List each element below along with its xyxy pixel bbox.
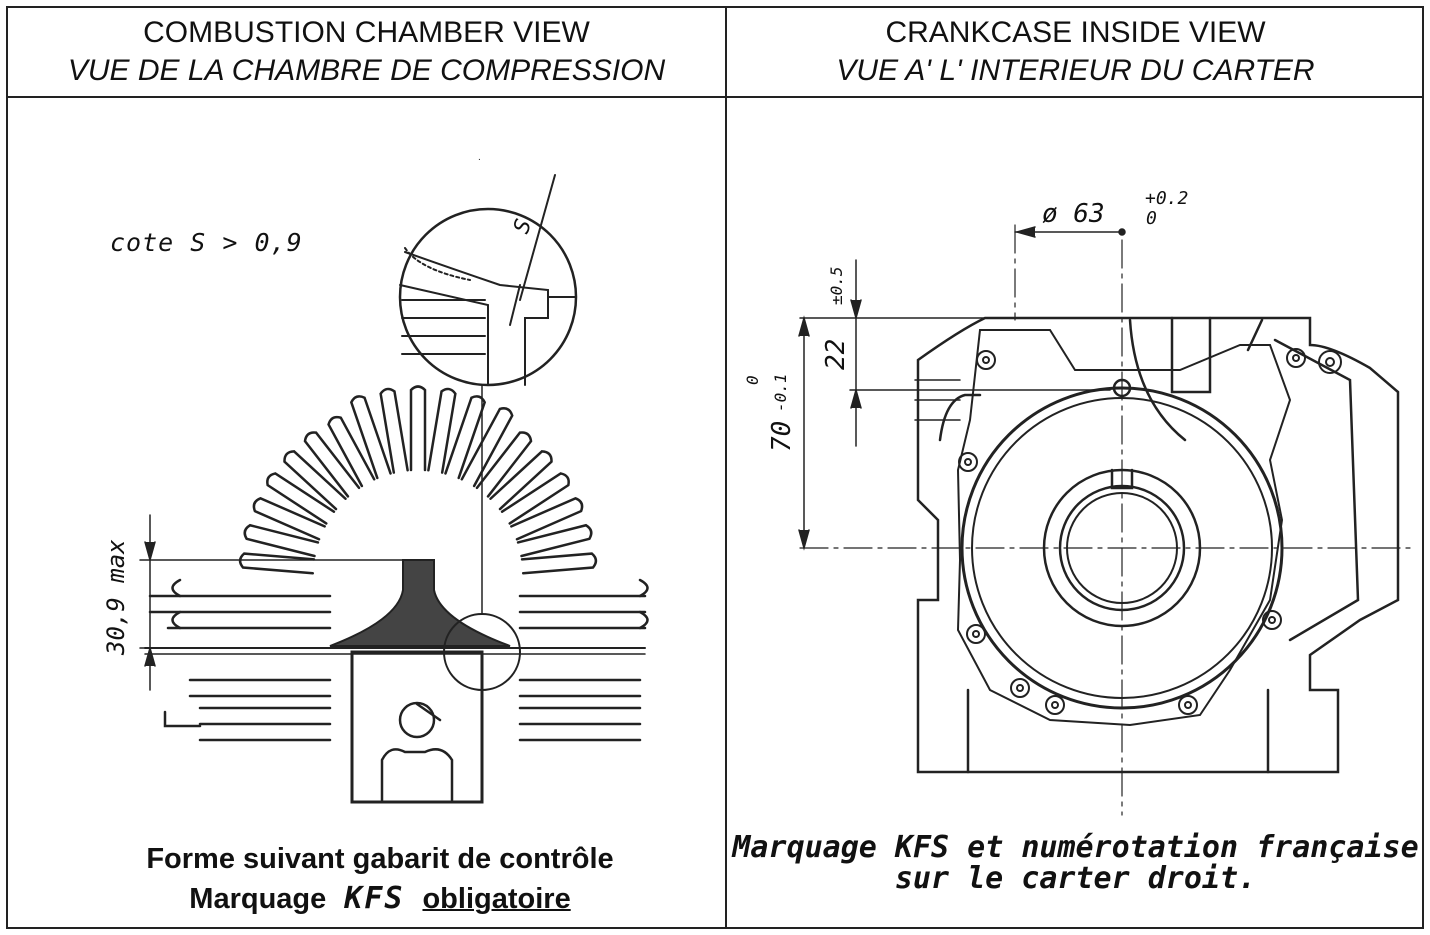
cooling-fin — [500, 472, 570, 525]
cooling-fin — [349, 395, 392, 480]
svg-text:.: . — [478, 152, 481, 163]
header-divider — [6, 96, 1424, 98]
cooling-fin — [303, 431, 361, 498]
right-subtitle: VUE A' L' INTERIEUR DU CARTER — [836, 54, 1315, 87]
detail-s-label: S — [509, 216, 537, 237]
cooling-fin — [238, 552, 316, 575]
piston — [350, 650, 484, 804]
cooling-fin — [460, 407, 514, 488]
left-caption-line1: Forme suivant gabarit de contrôle — [146, 843, 614, 875]
left-caption-prefix: Marquage — [189, 883, 327, 915]
combustion-chamber-drawing: . S 30,9 max — [102, 152, 649, 804]
cooling-fin — [516, 523, 593, 558]
cooling-fin — [283, 450, 347, 511]
right-title: CRANKCASE INSIDE VIEW — [885, 16, 1266, 49]
cylinder-fins — [238, 385, 598, 575]
cooling-fin — [475, 431, 533, 498]
dimension-30-9-label: 30,9 max — [102, 539, 130, 656]
cooling-fin — [379, 387, 409, 474]
drawing-frame — [6, 6, 1424, 929]
left-caption-suffix: obligatoire — [422, 883, 571, 915]
left-caption-line2: Marquage KFS obligatoire — [60, 881, 700, 916]
cooling-fin — [409, 385, 427, 472]
cooling-fin — [327, 415, 376, 488]
combustion-chamber-profile — [329, 559, 511, 647]
right-caption-line1: Marquage KFS et numérotation française — [732, 830, 1419, 865]
cooling-fin — [520, 552, 598, 575]
cooling-fin — [427, 387, 457, 474]
lower-fins — [148, 578, 649, 742]
cote-s-note: cote S > 0,9 — [110, 228, 303, 257]
left-subtitle: VUE DE LA CHAMBRE DE COMPRESSION — [67, 54, 666, 87]
right-header: CRANKCASE INSIDE VIEW VUE A' L' INTERIEU… — [727, 14, 1424, 90]
cooling-fin — [489, 450, 553, 511]
cooling-fin — [444, 395, 487, 480]
left-header: COMBUSTION CHAMBER VIEW VUE DE LA CHAMBR… — [8, 14, 725, 90]
left-title: COMBUSTION CHAMBER VIEW — [143, 16, 590, 49]
right-caption-line2: sur le carter droit. — [894, 861, 1257, 896]
cooling-fin — [266, 472, 336, 525]
cooling-fin — [243, 523, 320, 558]
panel-divider — [725, 6, 727, 929]
cooling-fin — [510, 496, 584, 541]
kfs-mark: KFS — [344, 881, 405, 916]
cooling-fin — [252, 496, 326, 541]
